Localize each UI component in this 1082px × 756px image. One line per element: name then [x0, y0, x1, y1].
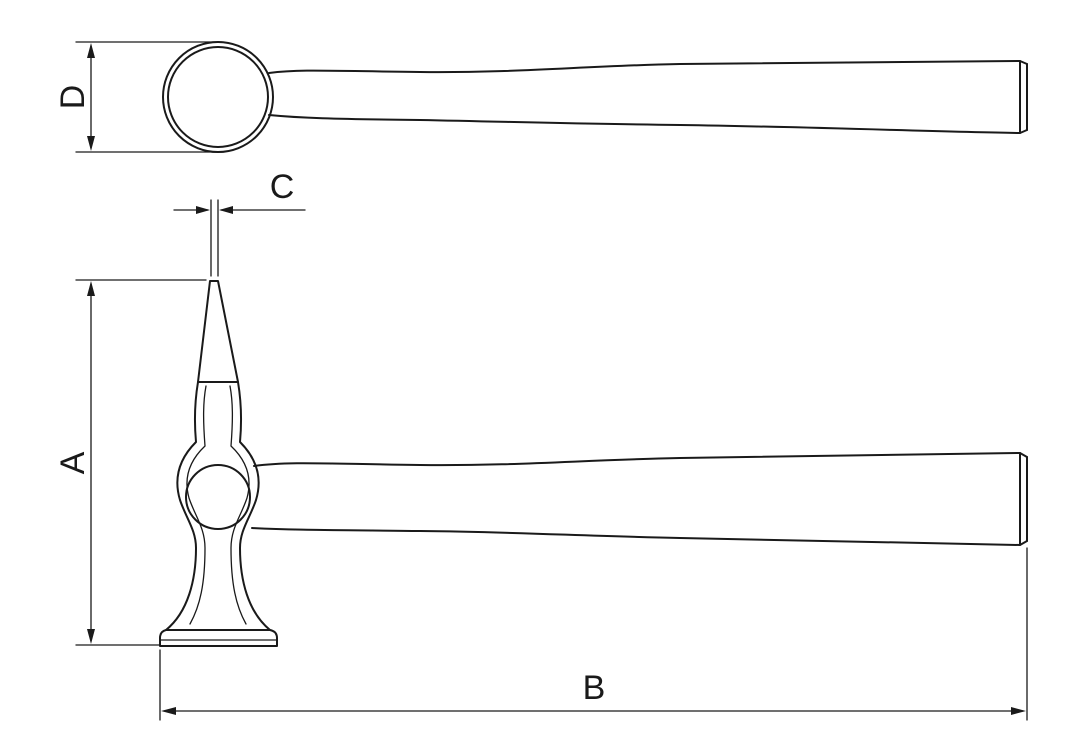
dim-c-arrow-right	[219, 206, 233, 214]
dimension-b	[159, 547, 1028, 721]
head-top-inner-circle	[167, 46, 269, 148]
dim-b-arrow-left	[161, 707, 176, 715]
dim-a-arrow-top	[87, 281, 95, 296]
handle-side-view	[251, 452, 1021, 546]
dim-label-d: D	[54, 85, 92, 110]
dim-b-arrow-right	[1011, 707, 1026, 715]
dim-d-arrow-bottom	[87, 136, 95, 151]
dim-label-a: A	[54, 451, 92, 474]
dim-a-arrow-bottom	[87, 629, 95, 644]
head-eye-circle	[185, 464, 251, 530]
head-top-outer-circle	[162, 41, 274, 153]
head-body-outline	[165, 381, 271, 631]
handle-side-end-chamfer-top	[1019, 452, 1028, 458]
dim-c-arrow-left	[196, 206, 210, 214]
top-view	[75, 41, 1028, 153]
head-pointed-tip	[197, 280, 239, 383]
head-body-inner-contour	[186, 385, 250, 625]
handle-top-end-chamfer-top	[1019, 60, 1028, 65]
handle-top-end-chamfer-bottom	[1019, 129, 1028, 134]
dimension-c	[173, 199, 306, 277]
dim-label-c: C	[270, 168, 295, 206]
handle-side-end-chamfer-bottom	[1019, 540, 1028, 546]
dim-d-arrow-top	[87, 43, 95, 58]
head-flat-face	[159, 629, 278, 647]
side-view	[75, 279, 1028, 647]
dim-label-b: B	[583, 669, 606, 707]
handle-top-view	[268, 60, 1021, 134]
